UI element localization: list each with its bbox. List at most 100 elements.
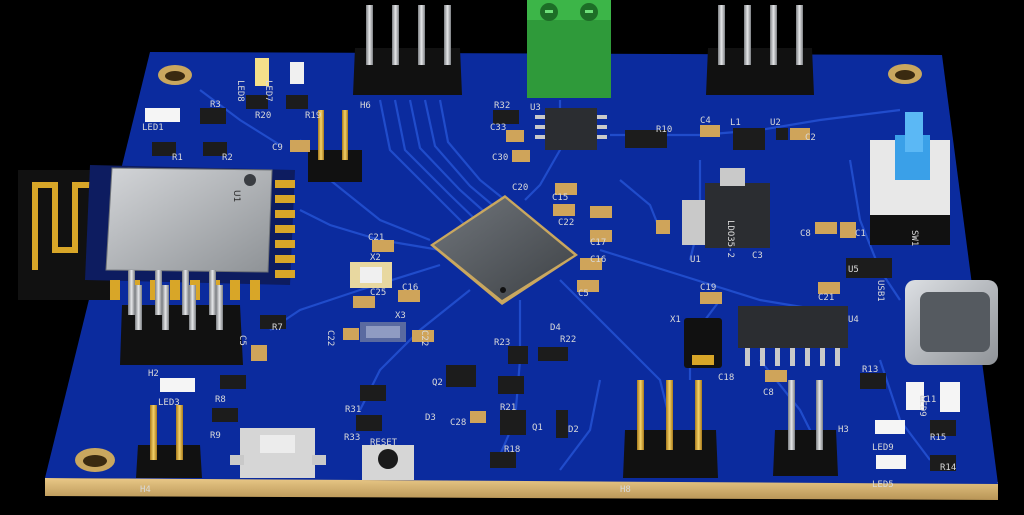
mounting-holes — [75, 64, 922, 472]
label-r2: R2 — [222, 153, 233, 163]
silkscreen-labels: LED1 R1 R2 R3 LED8 LED7 R20 R19 C9 H6 U3… — [140, 80, 956, 495]
label-c28: C28 — [450, 418, 466, 428]
label-r31: R31 — [345, 405, 361, 415]
label-led5: LED5 — [872, 480, 894, 490]
label-c18: C18 — [718, 373, 734, 383]
label-d3: D3 — [425, 413, 436, 423]
reset-button — [362, 445, 414, 480]
label-led7: LED7 — [263, 80, 273, 102]
label-c30: C30 — [492, 153, 508, 163]
label-led9: LED9 — [872, 443, 894, 453]
crystal-x2 — [350, 262, 392, 288]
wifi-module — [18, 165, 295, 300]
label-r23: R23 — [494, 338, 510, 348]
label-c21: C21 — [818, 293, 834, 303]
label-r10: R10 — [656, 125, 672, 135]
slide-switch — [870, 112, 950, 245]
label-c19: C19 — [700, 283, 716, 293]
label-u4: U4 — [848, 315, 859, 325]
header-h2 — [120, 270, 243, 365]
soic-chip-u4 — [738, 306, 848, 366]
label-usb1: USB1 — [875, 280, 885, 302]
label-u1: U1 — [690, 255, 701, 265]
label-c8b: C8 — [763, 388, 774, 398]
label-u3: U3 — [530, 103, 541, 113]
label-u5: U5 — [848, 265, 859, 275]
label-r7: R7 — [272, 323, 283, 333]
label-r1: R1 — [172, 153, 183, 163]
label-r11: R11 — [920, 395, 936, 405]
crystal-x1 — [684, 318, 722, 368]
label-h8: H8 — [620, 485, 631, 495]
label-r3: R3 — [210, 100, 221, 110]
label-h2: H2 — [148, 369, 159, 379]
tactile-button-left — [230, 428, 326, 478]
label-c23: C22 — [325, 330, 335, 346]
header-h8 — [623, 380, 718, 478]
label-r22: R22 — [560, 335, 576, 345]
label-r19: R19 — [305, 111, 321, 121]
label-q2: Q2 — [432, 378, 443, 388]
label-r20: R20 — [255, 111, 271, 121]
label-c4: C4 — [700, 116, 711, 126]
label-reset: RESET — [370, 438, 398, 448]
label-d2: D2 — [568, 425, 579, 435]
label-c16b: C16 — [590, 255, 606, 265]
module-shield — [105, 167, 273, 273]
label-c16: C16 — [402, 283, 418, 293]
label-c33: C33 — [490, 123, 506, 133]
label-d4: D4 — [550, 323, 561, 333]
ldo-regulator: LDO35-2 — [682, 168, 770, 258]
label-c22: C22 — [558, 218, 574, 228]
label-h6: H6 — [360, 101, 371, 111]
label-sw1: SW1 — [909, 230, 919, 246]
label-r21: R21 — [500, 403, 516, 413]
label-r13: R13 — [862, 365, 878, 375]
label-c1: C1 — [855, 229, 866, 239]
crystal-x3 — [360, 322, 406, 342]
label-c21b: C21 — [368, 233, 384, 243]
header-h4 — [136, 405, 202, 478]
terminal-block — [527, 0, 611, 98]
label-x2: X2 — [370, 253, 381, 263]
header-small-top — [308, 110, 362, 182]
label-c2: C2 — [805, 133, 816, 143]
label-c8: C8 — [800, 229, 811, 239]
board-edge — [45, 478, 998, 500]
smd-components — [145, 58, 960, 471]
label-led8: LED8 — [235, 80, 245, 102]
module-marking: U1 — [231, 190, 241, 202]
ldo-marking: LDO35-2 — [725, 220, 735, 258]
usb-c-connector — [905, 280, 998, 365]
label-r14: R14 — [940, 463, 956, 473]
label-x3: X3 — [395, 311, 406, 321]
label-led3: LED3 — [158, 398, 180, 408]
label-c17: C17 — [590, 238, 606, 248]
soic-chip-top — [535, 108, 607, 150]
label-h3: H3 — [838, 425, 849, 435]
label-r18: R18 — [504, 445, 520, 455]
label-led4: LED9 — [917, 395, 927, 417]
header-h6 — [353, 5, 462, 95]
label-c3: C3 — [752, 251, 763, 261]
header-h3 — [773, 380, 838, 476]
label-c25: C25 — [370, 288, 386, 298]
label-r15: R15 — [930, 433, 946, 443]
label-u2: U2 — [770, 118, 781, 128]
label-c5: C5 — [578, 289, 589, 299]
label-r9: R9 — [210, 431, 221, 441]
label-h4: H4 — [140, 485, 151, 495]
label-r32: R32 — [494, 101, 510, 111]
label-r8: R8 — [215, 395, 226, 405]
label-q1: Q1 — [532, 423, 543, 433]
label-l1: L1 — [730, 118, 741, 128]
label-c15: C15 — [552, 193, 568, 203]
label-c24: C22 — [419, 330, 429, 346]
label-c20: C20 — [512, 183, 528, 193]
label-c5b: C5 — [237, 335, 247, 346]
mcu-chip — [430, 195, 578, 305]
header-top-right — [706, 5, 814, 95]
label-c9: C9 — [272, 143, 283, 153]
label-led1: LED1 — [142, 123, 164, 133]
